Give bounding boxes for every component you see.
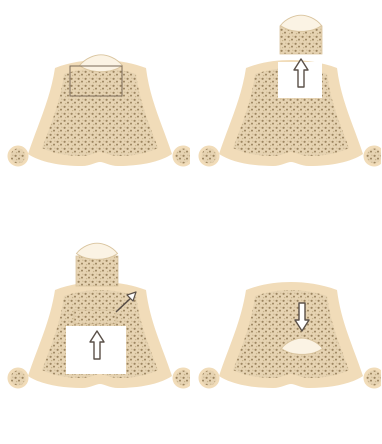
- cartilage-cap: [80, 55, 123, 72]
- bone-shape: [9, 60, 192, 166]
- bone-shape: [200, 282, 382, 388]
- panel-d: [200, 282, 382, 388]
- cartilage-cap: [280, 15, 321, 31]
- panel-c: [9, 243, 192, 388]
- cartilage-cap: [76, 243, 117, 259]
- panel-a: [9, 55, 192, 166]
- bone-wafer: [74, 310, 116, 324]
- osteochondral-block: [76, 256, 118, 286]
- panel-b: [200, 15, 382, 166]
